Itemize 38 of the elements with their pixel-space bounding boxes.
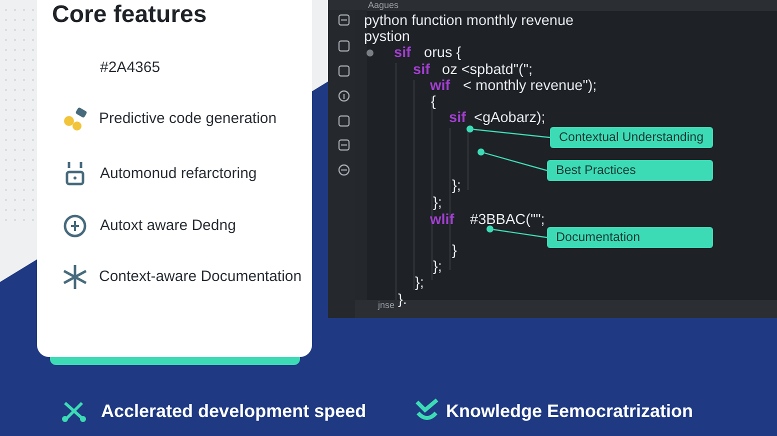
leader-line [473,128,550,138]
anchor-dot [478,148,484,156]
code-line: }; [452,177,461,195]
feature-text: Automonud refarctoring [100,165,257,183]
feature-text: #2A4365 [100,59,160,77]
code-line: orus { [424,44,462,62]
code-line: oz <spbatd"("; [442,61,532,79]
code-keyword: sif [449,109,466,127]
leader-line [493,228,548,238]
benefit-text: Acclerated development speed [101,402,366,420]
code-keyword: wif [430,77,450,95]
status-text: jnse [378,300,395,311]
code-line: { [431,93,436,111]
code-line: }; [415,274,424,292]
anchor-dot [486,226,494,232]
code-line: python function monthly revenue [364,12,574,30]
code-line: } [452,242,457,260]
callout-label: Best Practices [547,160,713,181]
benefit-text: Knowledge Eemocratrization [446,402,694,420]
code-line: }. [398,291,407,309]
feature-text: Context-aware Documentation [99,268,302,286]
code-line: }; [433,194,442,212]
code-line: #3BBAC(""; [470,211,545,229]
code-keyword: sif [413,61,430,79]
code-line: }; [433,258,442,276]
callout-label: Contextual Understanding [550,127,713,148]
code-line: pystion [364,28,410,46]
feature-text: Predictive code generation [99,110,277,128]
callout-label: Documentation [547,227,713,248]
leader-line [484,152,548,172]
code-line: <gAobarz); [474,109,546,127]
anchor-dot [466,126,474,132]
code-keyword: sif [394,44,411,62]
card-heading: Core features [52,1,207,29]
tab-title: Aagues [368,0,399,11]
feature-text: Autoxt aware Dedng [100,217,236,235]
code-line: < monthly revenue"); [463,77,597,95]
code-keyword: wlif [430,211,454,229]
